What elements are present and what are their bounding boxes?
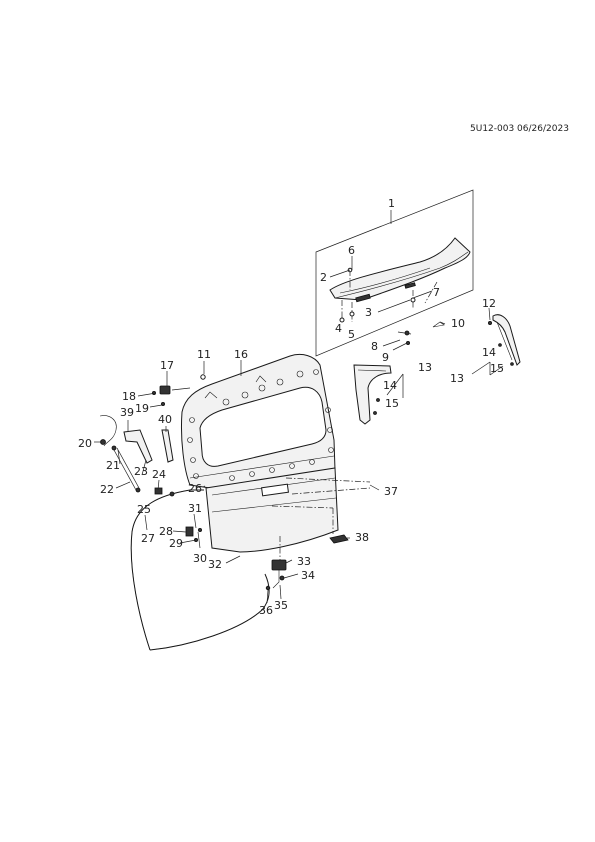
callout-37: 37 — [384, 485, 398, 498]
callout-20: 20 — [78, 437, 92, 450]
left-trim-39 — [123, 429, 153, 464]
callout-9: 9 — [382, 351, 389, 364]
callout-13-left: 13 — [418, 361, 432, 374]
callout-35: 35 — [274, 599, 288, 612]
callout-2: 2 — [320, 271, 327, 284]
callout-34: 34 — [301, 569, 315, 582]
callout-15-right: 15 — [490, 362, 504, 375]
callout-14-right: 14 — [482, 346, 496, 359]
callout-14-left: 14 — [383, 379, 397, 392]
callout-19: 19 — [135, 402, 149, 415]
callout-31: 31 — [188, 502, 202, 515]
rear-window-opening — [199, 386, 327, 467]
outer-panel — [205, 467, 339, 553]
callout-38: 38 — [355, 531, 369, 544]
callout-28: 28 — [159, 525, 173, 538]
callout-39: 39 — [120, 406, 134, 419]
callout-24: 24 — [152, 468, 166, 481]
callout-18: 18 — [122, 390, 136, 403]
callout-7: 7 — [433, 286, 440, 299]
spoiler-group-box — [315, 189, 474, 357]
callout-3: 3 — [365, 306, 372, 319]
callout-6: 6 — [348, 244, 355, 257]
callout-12: 12 — [482, 297, 496, 310]
callout-8: 8 — [371, 340, 378, 353]
callout-25: 25 — [137, 503, 151, 516]
latch-assembly — [265, 536, 287, 591]
callout-13-right: 13 — [450, 372, 464, 385]
handle-and-camera — [271, 477, 371, 544]
callout-5: 5 — [348, 328, 355, 341]
left-side-garnish — [353, 330, 412, 425]
right-pillar-trim — [492, 314, 521, 366]
callout-22: 22 — [100, 483, 114, 496]
left-pillar-garnish — [353, 364, 392, 425]
callout-10: 10 — [451, 317, 465, 330]
callout-32: 32 — [208, 558, 222, 571]
left-trim-pieces — [123, 429, 174, 464]
liftgate-inner-panel — [181, 353, 339, 553]
callout-29: 29 — [169, 537, 183, 550]
callout-26: 26 — [188, 482, 202, 495]
callout-40: 40 — [158, 413, 172, 426]
callout-16: 16 — [234, 348, 248, 361]
right-side-garnish — [487, 314, 521, 366]
left-trim-40 — [161, 429, 174, 463]
leader-lines — [94, 210, 504, 604]
callout-labels: 1 2 3 4 5 6 7 8 9 10 12 13 13 14 14 15 1… — [78, 197, 504, 617]
callout-15-left: 15 — [385, 397, 399, 410]
callout-23: 23 — [134, 465, 148, 478]
callout-30: 30 — [193, 552, 207, 565]
callout-36: 36 — [259, 604, 273, 617]
callout-27: 27 — [141, 532, 155, 545]
spoiler-group — [315, 189, 474, 357]
callout-17: 17 — [160, 359, 174, 372]
callout-21: 21 — [106, 459, 120, 472]
rear-spoiler — [329, 237, 471, 301]
document-code: 5U12-003 06/26/2023 — [470, 124, 569, 134]
strut-and-harness — [99, 415, 141, 493]
callout-33: 33 — [297, 555, 311, 568]
callout-4: 4 — [335, 322, 342, 335]
callout-11: 11 — [197, 348, 211, 361]
callout-1: 1 — [388, 197, 395, 210]
